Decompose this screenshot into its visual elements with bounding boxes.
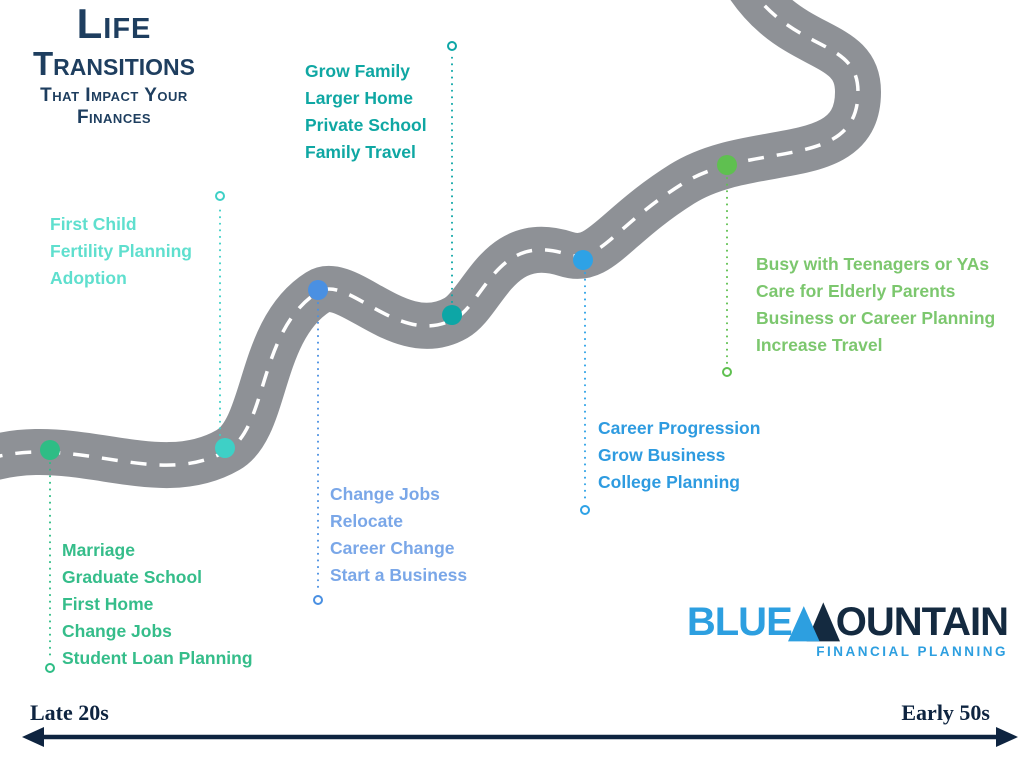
- milestone-note-career-progression: Career Progression Grow Business College…: [598, 418, 761, 492]
- title-line-1: Life: [76, 0, 152, 47]
- title-line-2: Transitions: [33, 45, 195, 82]
- milestone-dot-first-child: [215, 438, 235, 458]
- milestone-career-progression: [573, 250, 593, 515]
- milestone-dot-teenagers: [717, 155, 737, 175]
- brand-logo: BLUE OUNTAIN Financial Planning: [686, 599, 1009, 659]
- title-subtitle: That Impact Your Finances: [40, 85, 188, 128]
- timeline-start-label: Late 20s: [30, 700, 109, 725]
- milestone-teenagers: [717, 155, 737, 377]
- milestone-dot-grow-family: [442, 305, 462, 325]
- timeline-arrow: [22, 727, 1018, 747]
- leader-endpoint-grow-family: [447, 41, 457, 51]
- milestone-note-first-child: First Child Fertility Planning Adoption: [50, 214, 192, 288]
- milestone-marriage: [40, 440, 60, 673]
- milestone-note-change-jobs: Change Jobs Relocate Career Change Start…: [330, 484, 468, 585]
- arrowhead-left-icon: [22, 727, 44, 747]
- logo-text-blue: BLUE: [686, 600, 793, 644]
- milestone-note-teenagers: Busy with Teenagers or YAs Care for Elde…: [756, 254, 996, 355]
- logo-text-ountain: OUNTAIN: [835, 600, 1009, 644]
- milestone-note-grow-family: Grow Family Larger Home Private School F…: [305, 61, 427, 162]
- milestone-dot-marriage: [40, 440, 60, 460]
- leader-endpoint-marriage: [45, 663, 55, 673]
- arrowhead-right-icon: [996, 727, 1018, 747]
- milestone-note-marriage: Marriage Graduate School First Home Chan…: [62, 540, 253, 668]
- milestone-first-child: [215, 191, 235, 458]
- leader-endpoint-career-progression: [580, 505, 590, 515]
- milestone-change-jobs: [308, 280, 328, 605]
- milestone-dot-career-progression: [573, 250, 593, 270]
- leader-endpoint-first-child: [215, 191, 225, 201]
- milestone-grow-family: [442, 41, 462, 325]
- leader-endpoint-change-jobs: [313, 595, 323, 605]
- leader-endpoint-teenagers: [722, 367, 732, 377]
- page-title: Life Transitions That Impact Your Financ…: [8, 2, 220, 129]
- milestone-dot-change-jobs: [308, 280, 328, 300]
- mountain-icon: [787, 602, 840, 642]
- timeline-end-label: Early 50s: [901, 700, 990, 725]
- logo-tagline: Financial Planning: [816, 644, 1008, 659]
- logo-wordmark: BLUE OUNTAIN: [686, 599, 1009, 644]
